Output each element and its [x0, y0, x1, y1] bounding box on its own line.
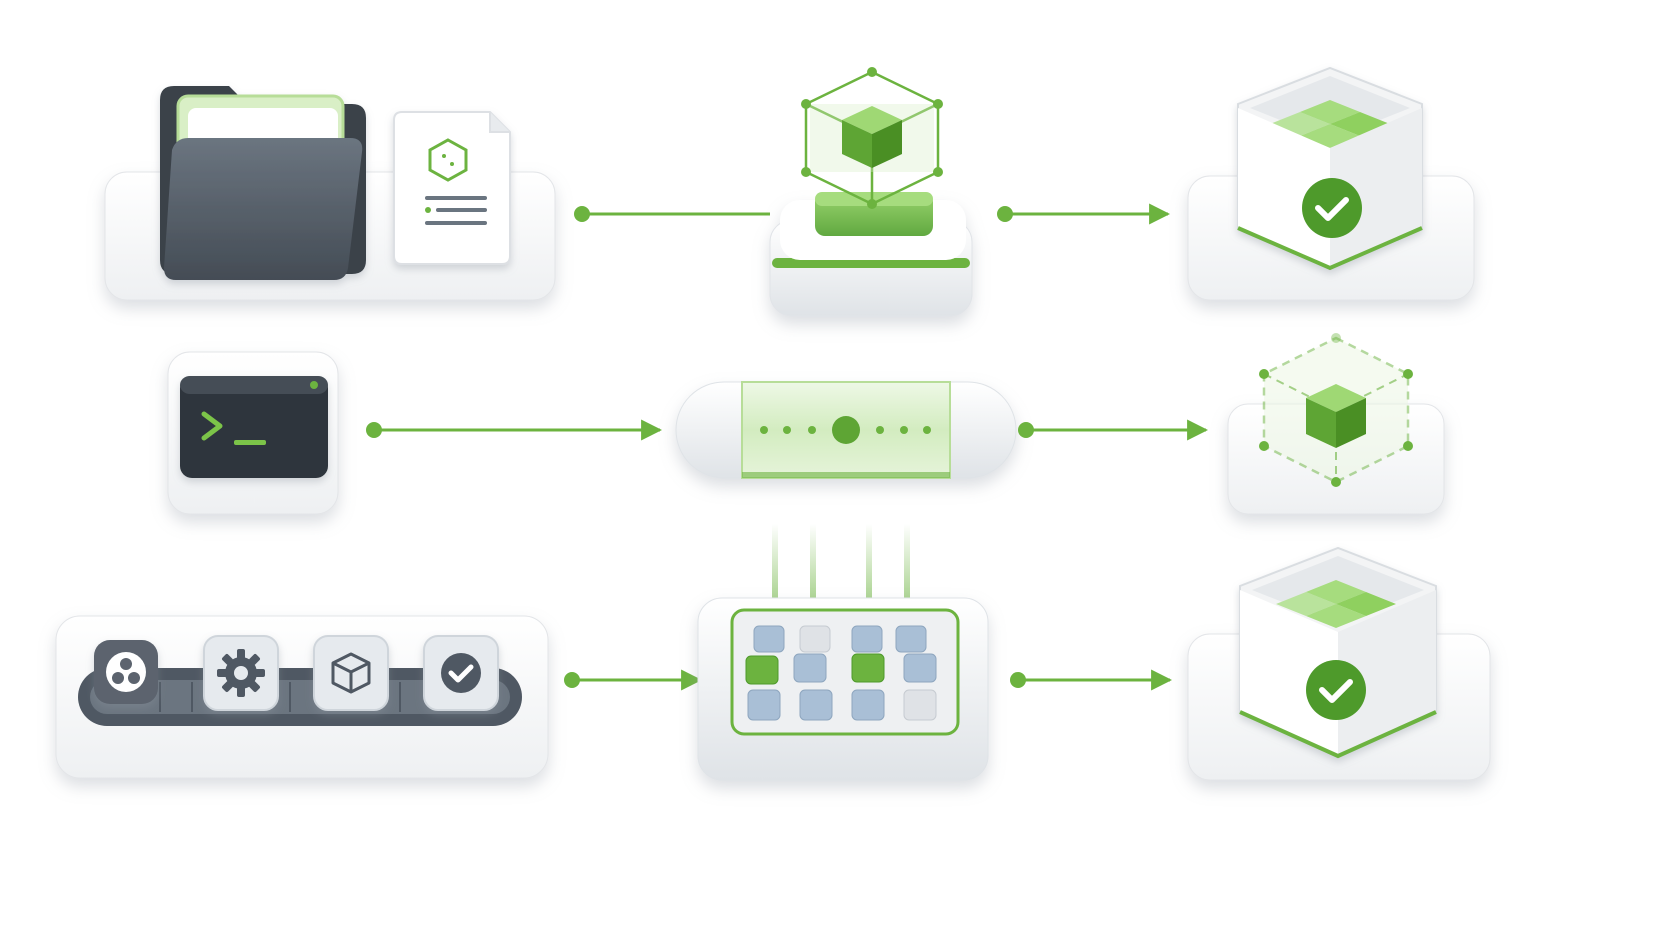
row-2-connector-a [366, 419, 663, 441]
row-2-connector-b [1018, 419, 1209, 441]
gear-icon [203, 635, 279, 711]
terminal-prompt-icon [180, 376, 328, 478]
row-1-connector-b [997, 203, 1171, 225]
row-3-connector-b [1010, 669, 1173, 691]
cube-outline-icon [313, 635, 389, 711]
data-flow-dots [760, 416, 931, 444]
module-grid [745, 625, 937, 721]
input-beams [772, 524, 910, 616]
open-box-icon [1239, 546, 1437, 759]
check-icon [423, 635, 499, 711]
solid-cube-icon [842, 106, 902, 168]
module-tray-stage [697, 524, 989, 781]
transfer-capsule-stage [675, 381, 1017, 479]
row-1-connector-a [574, 206, 770, 222]
manifest-file-icon [393, 111, 511, 265]
share-nodes-icon [94, 640, 158, 704]
dashed-cube-icon [1259, 333, 1413, 487]
pipeline-toolbar [78, 668, 522, 726]
folder-icon [160, 86, 366, 280]
row-3-connector-a [564, 669, 703, 691]
check-icon [1306, 660, 1366, 720]
check-icon [1302, 178, 1362, 238]
build-cube-stage [769, 67, 973, 317]
open-box-icon [1237, 66, 1423, 271]
